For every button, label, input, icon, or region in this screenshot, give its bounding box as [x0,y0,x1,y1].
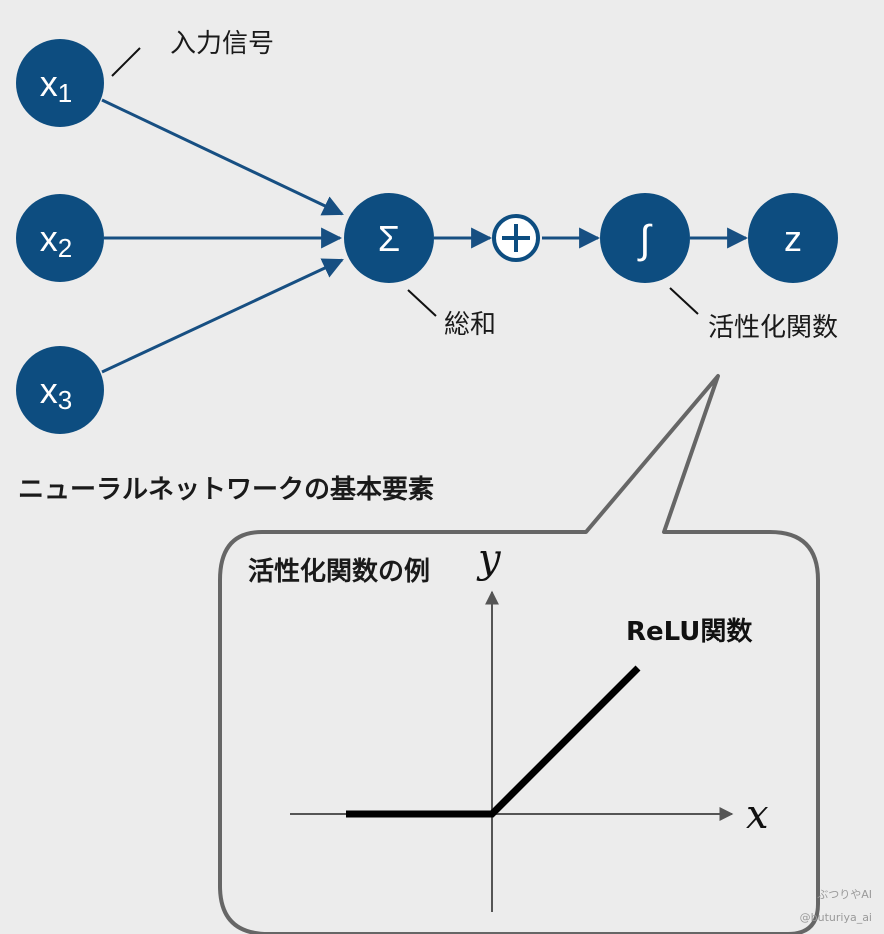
y-axis-label: y [476,536,502,582]
svg-text:Σ: Σ [378,218,400,259]
input-node-2: x2 [16,194,104,282]
input-node-1: x1 [16,39,104,127]
diagram-title: ニューラルネットワークの基本要素 [18,475,434,505]
activation-label: 活性化関数 [708,313,838,343]
plus-node: + [492,214,540,262]
callout-title: 活性化関数の例 [248,557,430,587]
svg-text:x3: x3 [40,370,72,415]
x-axis-label: x [746,792,769,838]
sum-pointer [407,289,437,317]
activation-pointer [669,287,699,315]
input-signal-pointer [111,47,141,77]
watermark-name: ぶつりやAI [817,888,872,901]
sum-label: 総和 [444,310,496,340]
svg-text:x2: x2 [40,218,72,263]
input-signal-label: 入力信号 [170,29,274,59]
input-node-3: x3 [16,346,104,434]
relu-label: ReLU関数 [626,617,753,647]
output-node: z [748,193,838,283]
svg-text:x1: x1 [40,63,72,108]
svg-text:∫: ∫ [638,218,654,262]
sum-node: Σ [344,193,434,283]
svg-text:z: z [784,218,802,259]
callout-bubble [218,374,820,934]
relu-curve [346,665,641,818]
activation-node: ∫ [600,193,690,283]
watermark-handle: @buturiya_ai [800,911,872,924]
edge-x3-sum [101,258,344,374]
edge-x1-sum [101,98,344,216]
